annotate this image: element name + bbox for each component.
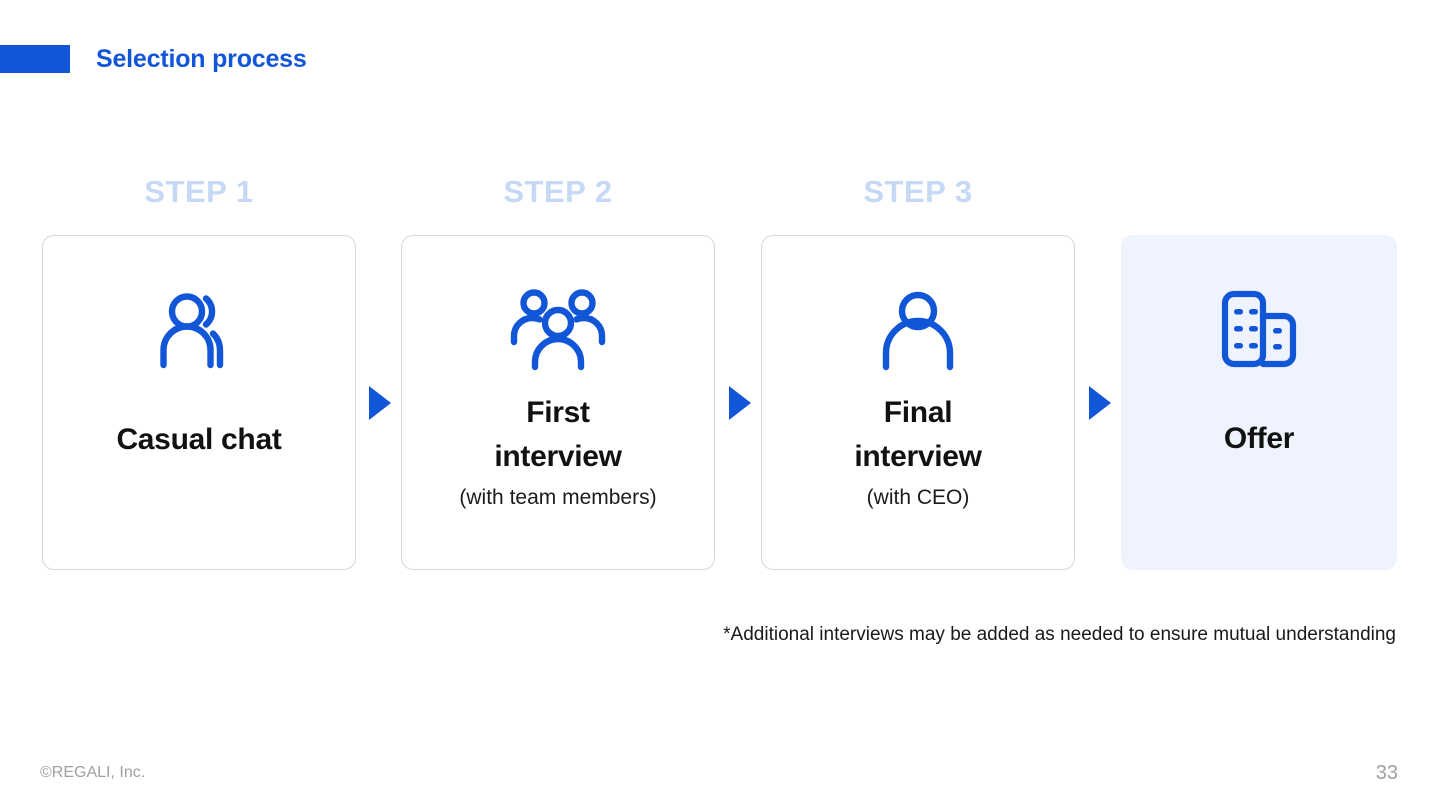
step-card-offer[interactable]: Offer <box>1121 235 1397 570</box>
single-person-icon <box>762 284 1074 376</box>
group-of-three-people-icon <box>402 284 714 376</box>
step-card-title: First interview <box>494 396 622 473</box>
step-label-3: STEP 3 <box>863 174 973 209</box>
arrow-step1-to-step2 <box>369 386 391 420</box>
two-people-talking-icon <box>43 284 355 376</box>
step-card-text: Final interview (with CEO) <box>772 391 1064 511</box>
step-label-1: STEP 1 <box>144 174 254 209</box>
page-title: Selection process <box>96 45 307 73</box>
arrow-step2-to-step3 <box>729 386 751 420</box>
page-number: 33 <box>1375 762 1398 784</box>
process-steps-row: Casual chat First interview (with team m… <box>0 235 1440 570</box>
footnote-text: *Additional interviews may be added as n… <box>723 624 1396 645</box>
step-card-subtitle: (with CEO) <box>866 486 970 509</box>
step-card-final-interview[interactable]: Final interview (with CEO) <box>761 235 1075 570</box>
copyright-text: ©REGALI, Inc. <box>40 764 146 781</box>
header-accent-bar <box>0 45 70 73</box>
step-card-title: Casual chat <box>116 423 282 456</box>
step-card-text: First interview (with team members) <box>412 391 704 511</box>
step-card-text: Offer <box>1131 417 1387 461</box>
step-card-title: Offer <box>1223 422 1295 455</box>
office-building-icon <box>1121 283 1397 375</box>
step-card-text: Casual chat <box>53 418 345 462</box>
arrow-step3-to-offer <box>1089 386 1111 420</box>
step-card-casual-chat[interactable]: Casual chat <box>42 235 356 570</box>
step-card-subtitle: (with team members) <box>459 486 657 509</box>
step-card-first-interview[interactable]: First interview (with team members) <box>401 235 715 570</box>
step-label-2: STEP 2 <box>503 174 613 209</box>
step-card-title: Final interview <box>854 396 982 473</box>
